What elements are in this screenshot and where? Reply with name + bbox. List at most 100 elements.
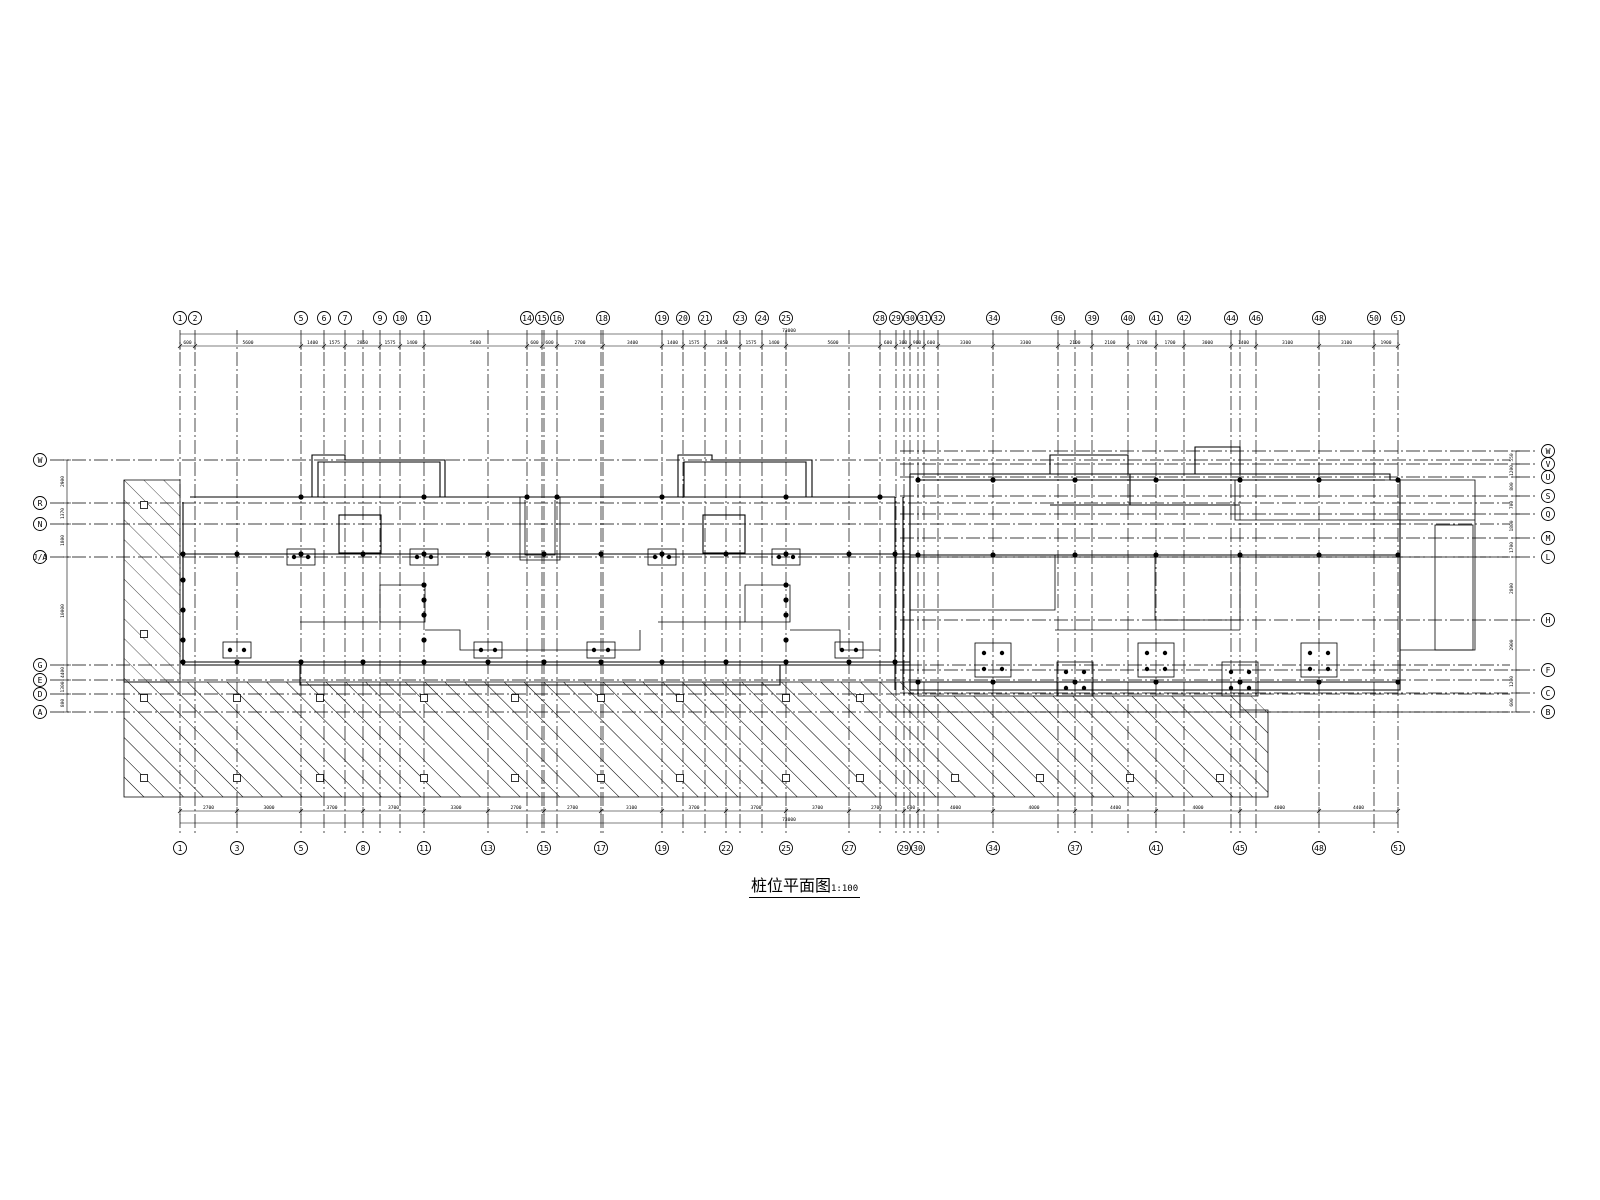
dimension-value: 3700 (388, 805, 399, 811)
axis-bubble-top: 40 (1121, 311, 1135, 325)
axis-label: 25 (781, 314, 791, 323)
axis-label: V (1546, 460, 1551, 469)
axis-label: 30 (905, 314, 915, 323)
axis-label: 5 (299, 314, 304, 323)
dimension-value: 1575 (329, 340, 340, 346)
axis-bubble-bottom: 30 (911, 841, 925, 855)
axis-bubble-bottom: 51 (1391, 841, 1405, 855)
axis-label: 6 (322, 314, 327, 323)
dimension-value: 550 (1509, 453, 1515, 462)
axis-label: 34 (988, 844, 998, 853)
dimension-value: 2800 (1509, 583, 1515, 594)
pile-dot (180, 577, 186, 583)
axis-bubble-top: 16 (550, 311, 564, 325)
pile-dot (485, 659, 491, 665)
pile-dot (1237, 477, 1243, 483)
axis-label: 14 (522, 314, 532, 323)
pile-square (856, 774, 864, 782)
dimension-value: 2700 (510, 805, 521, 811)
hatched-basement-area (123, 479, 1269, 798)
dimension-value: 2900 (60, 476, 66, 487)
axis-bubble-bottom: 1 (173, 841, 187, 855)
dimension-value: 1370 (60, 508, 66, 519)
pile-dot (1072, 679, 1078, 685)
pile-dot (180, 607, 186, 613)
axis-bubble-top: 7 (338, 311, 352, 325)
pile-dot (360, 551, 366, 557)
axis-bubble-right: F (1541, 663, 1555, 677)
drawing-title-text: 桩位平面图 (751, 876, 832, 895)
dimension-value: 3300 (1020, 340, 1031, 346)
axis-label: 10 (395, 314, 405, 323)
axis-bubble-top: 39 (1085, 311, 1099, 325)
axis-bubble-top: 25 (779, 311, 793, 325)
dimension-value: 2900 (1509, 639, 1515, 650)
drawing-scale: 1:100 (831, 884, 859, 894)
axis-label: 37 (1070, 844, 1080, 853)
axis-label: Q (1546, 510, 1551, 519)
pile-cap (771, 548, 801, 566)
axis-label: R (38, 499, 43, 508)
dimension-value: 1575 (745, 340, 756, 346)
axis-label: 15 (539, 844, 549, 853)
pile-square (140, 694, 148, 702)
axis-label: 41 (1151, 844, 1161, 853)
pile-dot (846, 551, 852, 557)
dimension-value: 3100 (1282, 340, 1293, 346)
pile-dot (180, 659, 186, 665)
axis-bubble-top: 10 (393, 311, 407, 325)
axis-label: H (1546, 616, 1551, 625)
axis-bubble-bottom: 8 (356, 841, 370, 855)
dimension-value: 4400 (1110, 805, 1121, 811)
axis-bubble-left: D (33, 687, 47, 701)
pile-square (1216, 774, 1224, 782)
axis-label: 45 (1235, 844, 1245, 853)
axis-bubble-right: M (1541, 531, 1555, 545)
axis-bubble-bottom: 17 (594, 841, 608, 855)
axis-label: 51 (1393, 844, 1403, 853)
pile-dot (598, 551, 604, 557)
dimension-value: 1700 (1509, 542, 1515, 553)
dimension-value: 3000 (263, 805, 274, 811)
axis-label: 21 (700, 314, 710, 323)
axis-bubble-right: W (1541, 444, 1555, 458)
dimension-value: 3300 (960, 340, 971, 346)
dimension-value: 600 (884, 340, 893, 346)
dimension-value: 1575 (688, 340, 699, 346)
axis-label: 18 (598, 314, 608, 323)
pile-dot (1153, 477, 1159, 483)
axis-bubble-top: 48 (1312, 311, 1326, 325)
axis-label: 40 (1123, 314, 1133, 323)
pile-dot (1395, 477, 1401, 483)
dimension-value: 3700 (688, 805, 699, 811)
axis-bubble-top: 18 (596, 311, 610, 325)
dimension-value: 1200 (1509, 676, 1515, 687)
axis-bubble-top: 23 (733, 311, 747, 325)
axis-label: 24 (757, 314, 767, 323)
dimension-value: 1700 (1136, 340, 1147, 346)
pile-markers (140, 477, 1401, 782)
axis-bubble-right: U (1541, 470, 1555, 484)
axis-label: 51 (1393, 314, 1403, 323)
dimension-value: 1400 (667, 340, 678, 346)
axis-label: 48 (1314, 314, 1324, 323)
axis-bubble-top: 9 (373, 311, 387, 325)
dimension-value: 800 (60, 699, 66, 708)
axis-bubble-top: 29 (889, 311, 903, 325)
axis-label: U (1546, 473, 1551, 482)
axis-label: 15 (537, 314, 547, 323)
axis-label: L (1546, 553, 1551, 562)
dimension-value: 10000 (60, 604, 66, 618)
axis-bubble-left: E (33, 673, 47, 687)
axis-bubble-right: S (1541, 489, 1555, 503)
axis-label: J/A (33, 553, 48, 562)
dimension-value: 1800 (1509, 520, 1515, 531)
axis-bubble-top: 46 (1249, 311, 1263, 325)
pile-dot (846, 659, 852, 665)
dimension-value: 4400 (60, 667, 66, 678)
axis-bubble-top: 6 (317, 311, 331, 325)
axis-label: F (1546, 666, 1551, 675)
pile-dot (598, 659, 604, 665)
dimension-value: 600 (530, 340, 539, 346)
